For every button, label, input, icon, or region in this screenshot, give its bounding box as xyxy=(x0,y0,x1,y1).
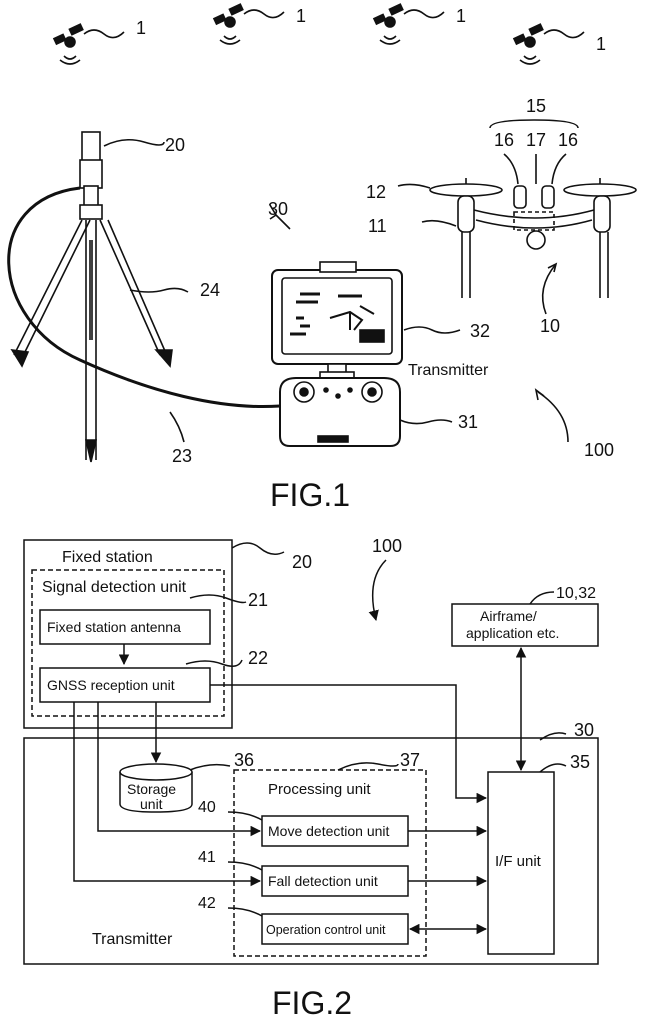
satellite-icon: 1 xyxy=(374,4,466,44)
fig1-caption: FIG.1 xyxy=(270,477,350,513)
svg-text:17: 17 xyxy=(526,130,546,150)
satellite-icon: 1 xyxy=(54,18,146,64)
svg-text:unit: unit xyxy=(140,796,163,812)
operation-control-label: Operation control unit xyxy=(266,923,386,937)
svg-text:12: 12 xyxy=(366,182,386,202)
svg-text:Storage: Storage xyxy=(127,781,176,797)
svg-text:42: 42 xyxy=(198,895,216,912)
svg-text:1: 1 xyxy=(596,34,606,54)
svg-text:10: 10 xyxy=(540,316,560,336)
fall-detection-label: Fall detection unit xyxy=(268,873,378,889)
svg-text:16: 16 xyxy=(494,130,514,150)
satellite-icon: 1 xyxy=(214,4,306,44)
if-unit-label: I/F unit xyxy=(495,853,542,870)
svg-text:20: 20 xyxy=(292,552,312,572)
svg-text:36: 36 xyxy=(234,750,254,770)
svg-text:16: 16 xyxy=(558,130,578,150)
fixed-station-tripod: 20 24 23 xyxy=(9,132,280,466)
svg-text:22: 22 xyxy=(248,648,268,668)
signal-detection-title: Signal detection unit xyxy=(42,579,187,596)
system-reference: 100 xyxy=(536,390,614,460)
svg-text:21: 21 xyxy=(248,590,268,610)
svg-text:20: 20 xyxy=(165,135,185,155)
svg-text:1: 1 xyxy=(136,18,146,38)
fig2-caption: FIG.2 xyxy=(272,985,352,1021)
svg-text:100: 100 xyxy=(584,440,614,460)
svg-text:1: 1 xyxy=(296,6,306,26)
fixed-station-title: Fixed station xyxy=(62,549,153,566)
transmitter-device: 30 32 Transmitter 31 xyxy=(268,199,490,446)
svg-text:37: 37 xyxy=(400,750,420,770)
move-detection-label: Move detection unit xyxy=(268,823,390,839)
svg-text:10,32: 10,32 xyxy=(556,585,596,602)
svg-text:Airframe/: Airframe/ xyxy=(480,608,537,624)
svg-text:11: 11 xyxy=(368,216,387,236)
svg-text:41: 41 xyxy=(198,849,216,866)
satellite-icon: 1 xyxy=(514,24,606,64)
fig2: 100 Fixed station 20 Signal detection un… xyxy=(24,536,598,964)
svg-text:31: 31 xyxy=(458,412,478,432)
svg-text:Transmitter: Transmitter xyxy=(408,362,489,379)
gnss-reception-label: GNSS reception unit xyxy=(47,677,175,693)
svg-text:24: 24 xyxy=(200,280,220,300)
svg-text:application etc.: application etc. xyxy=(466,625,559,641)
transmitter-label: Transmitter xyxy=(92,931,173,948)
fig1: 1 1 1 1 xyxy=(9,4,636,466)
svg-text:1: 1 xyxy=(456,6,466,26)
svg-text:35: 35 xyxy=(570,752,590,772)
svg-text:23: 23 xyxy=(172,446,192,466)
drone-airframe: 15 16 17 16 12 11 10 xyxy=(366,96,636,336)
svg-text:32: 32 xyxy=(470,321,490,341)
svg-text:30: 30 xyxy=(268,199,288,219)
svg-text:30: 30 xyxy=(574,720,594,740)
svg-text:15: 15 xyxy=(526,96,546,116)
fig2-system-ref: 100 xyxy=(372,536,402,556)
processing-unit-title: Processing unit xyxy=(268,781,371,798)
fixed-station-antenna-label: Fixed station antenna xyxy=(47,619,181,635)
svg-text:40: 40 xyxy=(198,799,216,816)
